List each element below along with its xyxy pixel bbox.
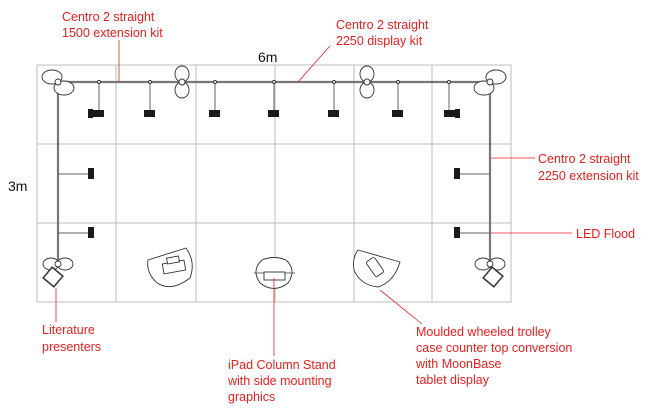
literature-presenter-right bbox=[482, 266, 504, 288]
led-flood bbox=[144, 80, 155, 117]
led-flood bbox=[328, 80, 339, 117]
foot-top-mid-right bbox=[359, 65, 375, 99]
led-flood bbox=[454, 227, 490, 238]
literature-presenter-left bbox=[42, 266, 64, 288]
led-flood bbox=[58, 227, 94, 238]
led-flood bbox=[454, 168, 490, 179]
foot-top-left bbox=[41, 69, 75, 96]
trolley-counter-left bbox=[147, 247, 193, 288]
led-flood bbox=[58, 168, 94, 179]
foot-top-mid-left bbox=[174, 65, 190, 99]
ipad-column-stand bbox=[254, 257, 295, 289]
foot-bottom-left bbox=[42, 257, 74, 271]
led-flood bbox=[209, 80, 220, 117]
truss-feet bbox=[41, 65, 507, 271]
depth-dimension: 3m bbox=[8, 178, 27, 194]
leader-display-2250 bbox=[297, 45, 331, 83]
foot-top-right bbox=[473, 69, 507, 96]
led-flood bbox=[392, 80, 403, 117]
led-flood bbox=[88, 80, 104, 118]
label-led-flood: LED Flood bbox=[576, 227, 635, 241]
width-dimension: 6m bbox=[258, 49, 277, 65]
led-floods bbox=[58, 80, 490, 238]
led-flood bbox=[444, 80, 460, 118]
led-flood bbox=[268, 80, 279, 117]
leader-trolley bbox=[379, 289, 423, 325]
trolley-counter-right bbox=[353, 249, 401, 288]
